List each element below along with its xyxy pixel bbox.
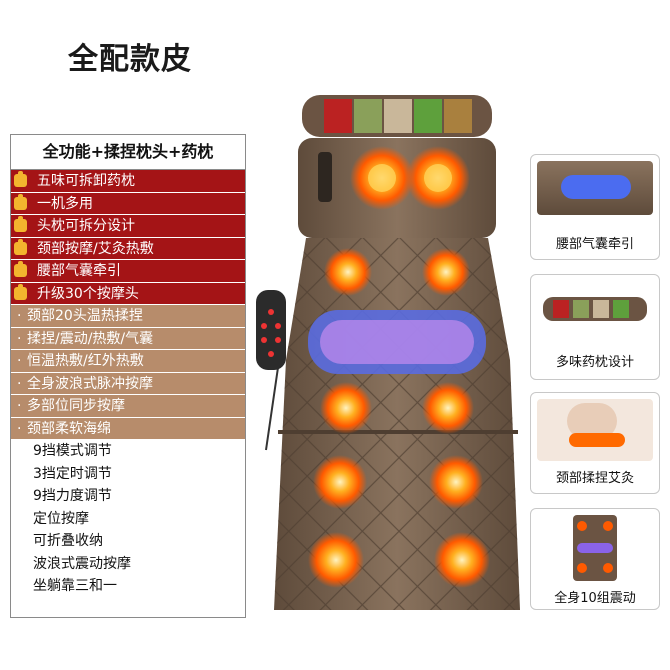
feature-row: · 颈部柔软海绵 [11, 417, 245, 440]
bullet-icon: · [17, 375, 22, 392]
feature-row: 9挡力度调节 [11, 485, 245, 508]
feature-row: 9挡模式调节 [11, 440, 245, 463]
feature-row: 定位按摩 [11, 507, 245, 530]
callout-neck-kneading: 颈部揉捏艾灸 [530, 392, 660, 494]
feature-label: 多部位同步按摩 [27, 398, 125, 414]
feature-row: 腰部气囊牵引 [11, 260, 245, 283]
feature-label: 坐躺靠三和一 [33, 578, 117, 594]
callout-label: 多味药枕设计 [555, 355, 634, 370]
feature-label: 定位按摩 [33, 510, 89, 527]
feature-row: 五味可拆卸药枕 [11, 170, 245, 193]
lumbar-airbag-image [537, 161, 653, 215]
feature-label: 波浪式震动按摩 [33, 555, 131, 572]
bullet-icon: · [17, 398, 22, 414]
feature-row: 一机多用 [11, 192, 245, 215]
feature-label: 一机多用 [37, 195, 93, 212]
callout-herbal-pillow: 多味药枕设计 [530, 274, 660, 380]
feature-row: · 多部位同步按摩 [11, 395, 245, 418]
thumbs-up-icon [14, 216, 27, 232]
feature-label: 腰部气囊牵引 [37, 263, 121, 279]
feature-row: · 颈部20头温热揉捏 [11, 305, 245, 328]
thumbs-up-icon [14, 171, 27, 187]
feature-label: 全身波浪式脉冲按摩 [27, 375, 153, 392]
feature-label: 颈部柔软海绵 [27, 420, 111, 437]
thumbs-up-icon [14, 193, 27, 210]
feature-label: 升级30个按摩头 [37, 285, 139, 302]
callout-full-body-vibration: 全身10组震动 [530, 508, 660, 610]
bullet-icon: · [17, 420, 22, 437]
feature-row: 升级30个按摩头 [11, 282, 245, 305]
full-body-vibration-image [537, 515, 653, 581]
feature-row: 坐躺靠三和一 [11, 575, 245, 598]
feature-row: · 全身波浪式脉冲按摩 [11, 372, 245, 395]
callout-lumbar-airbag: 腰部气囊牵引 [530, 154, 660, 260]
page-title: 全配款皮 [68, 42, 192, 77]
table-header: 全功能+揉捏枕头+药枕 [11, 135, 245, 170]
feature-label: 9挡模式调节 [33, 443, 112, 459]
thumbs-up-icon [14, 283, 27, 300]
massage-mattress-image [256, 95, 520, 610]
feature-row: 颈部按摩/艾灸热敷 [11, 237, 245, 260]
feature-row: · 恒温热敷/红外热敷 [11, 350, 245, 373]
feature-label: 恒温热敷/红外热敷 [27, 353, 144, 369]
bullet-icon: · [17, 330, 22, 347]
callout-label: 颈部揉捏艾灸 [555, 471, 634, 486]
feature-row: · 揉捏/震动/热敷/气囊 [11, 327, 245, 350]
feature-label: 可折叠收纳 [33, 533, 103, 549]
neck-kneading-image [537, 399, 653, 461]
feature-label: 3挡定时调节 [33, 465, 112, 482]
feature-label: 揉捏/震动/热敷/气囊 [27, 330, 154, 347]
feature-label: 9挡力度调节 [33, 488, 112, 504]
remote-control [256, 290, 286, 370]
callout-label: 腰部气囊牵引 [555, 237, 634, 252]
feature-row: 3挡定时调节 [11, 462, 245, 485]
feature-row: 波浪式震动按摩 [11, 552, 245, 575]
herbal-pillow-image [537, 281, 653, 335]
bullet-icon: · [17, 308, 22, 324]
feature-label: 五味可拆卸药枕 [37, 173, 135, 189]
feature-row: 头枕可拆分设计 [11, 215, 245, 238]
bullet-icon: · [17, 353, 22, 369]
feature-label: 头枕可拆分设计 [37, 218, 135, 234]
thumbs-up-icon [14, 261, 27, 277]
feature-row: 可折叠收纳 [11, 530, 245, 553]
feature-label: 颈部按摩/艾灸热敷 [37, 240, 154, 257]
feature-label: 颈部20头温热揉捏 [27, 308, 143, 324]
callout-label: 全身10组震动 [554, 591, 636, 606]
feature-table: 全功能+揉捏枕头+药枕 五味可拆卸药枕 一机多用 头枕可拆分设计 颈部按摩/艾灸… [10, 134, 246, 618]
thumbs-up-icon [14, 238, 27, 255]
